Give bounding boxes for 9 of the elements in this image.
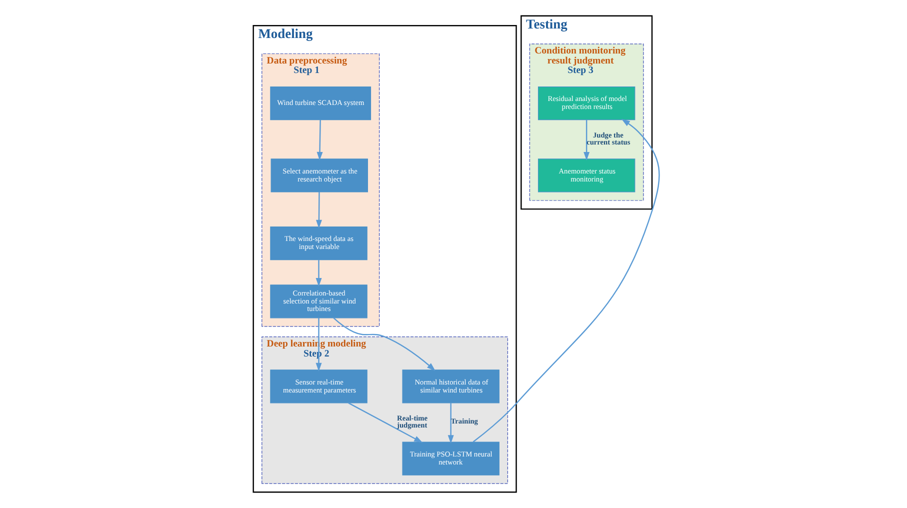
arrow bbox=[583, 120, 590, 161]
arrow bbox=[472, 118, 660, 442]
arrow bbox=[316, 120, 322, 161]
arrow bbox=[447, 402, 454, 444]
arrow bbox=[332, 317, 435, 371]
arrow bbox=[315, 192, 322, 228]
arrow bbox=[348, 402, 422, 443]
arrow bbox=[315, 318, 322, 372]
arrow bbox=[315, 260, 322, 287]
